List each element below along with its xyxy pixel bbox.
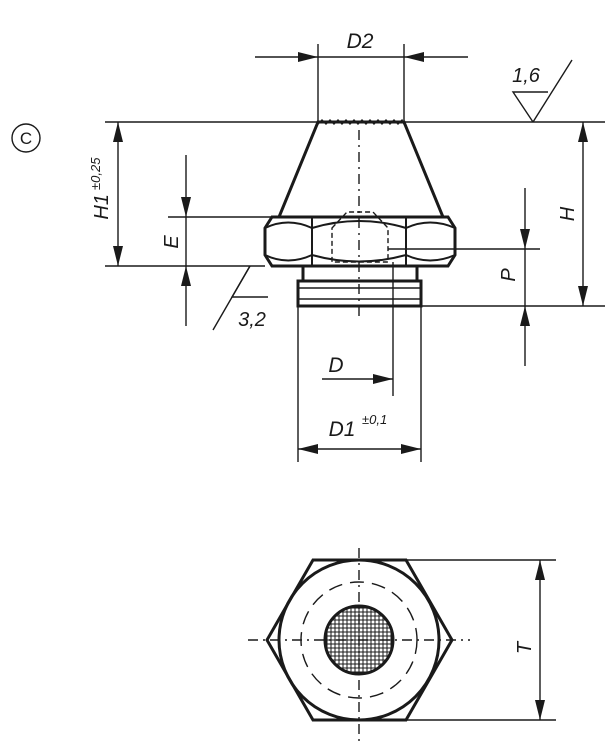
dim-e: E [161,155,191,326]
hex-chamfer-4 [264,254,313,262]
dim-p: P [498,188,530,366]
dim-d1: D1 ±0,1 [298,412,421,454]
cone-body [276,120,446,219]
variant-marker: C [11,123,41,153]
roughness-side: 3,2 [212,265,268,331]
variant-circle [11,123,41,153]
label-d: D [328,354,343,377]
neck [301,266,419,283]
dim-h: H [557,122,588,306]
hex-chamfer-1 [264,221,313,229]
dim-d2: D2 [255,30,468,62]
label-h1: H1 [91,194,113,220]
hex-chamfer-6 [405,254,456,262]
label-d2: D2 [347,30,374,53]
variant-label: C [20,129,32,148]
hex-chamfer-3 [405,221,456,229]
label-roughness-side: 3,2 [238,309,266,331]
label-d1: D1 [329,418,356,441]
hex-nut [263,215,457,268]
label-roughness-top: 1,6 [512,65,541,87]
dim-d: D [322,354,393,384]
label-h1-tolerance: ±0,25 [88,157,103,190]
top-view: T [248,548,556,745]
label-t: T [514,640,536,654]
side-view: D2 1,6 H1 ±0,25 E [88,30,605,462]
roughness-top: 1,6 [511,59,573,123]
label-p: P [498,268,520,282]
label-h: H [557,206,579,221]
label-d1-tolerance: ±0,1 [362,412,387,427]
label-e: E [161,235,183,249]
inner-bore [331,211,389,263]
dim-h1: H1 ±0,25 [88,122,123,266]
dim-t: T [514,560,545,720]
